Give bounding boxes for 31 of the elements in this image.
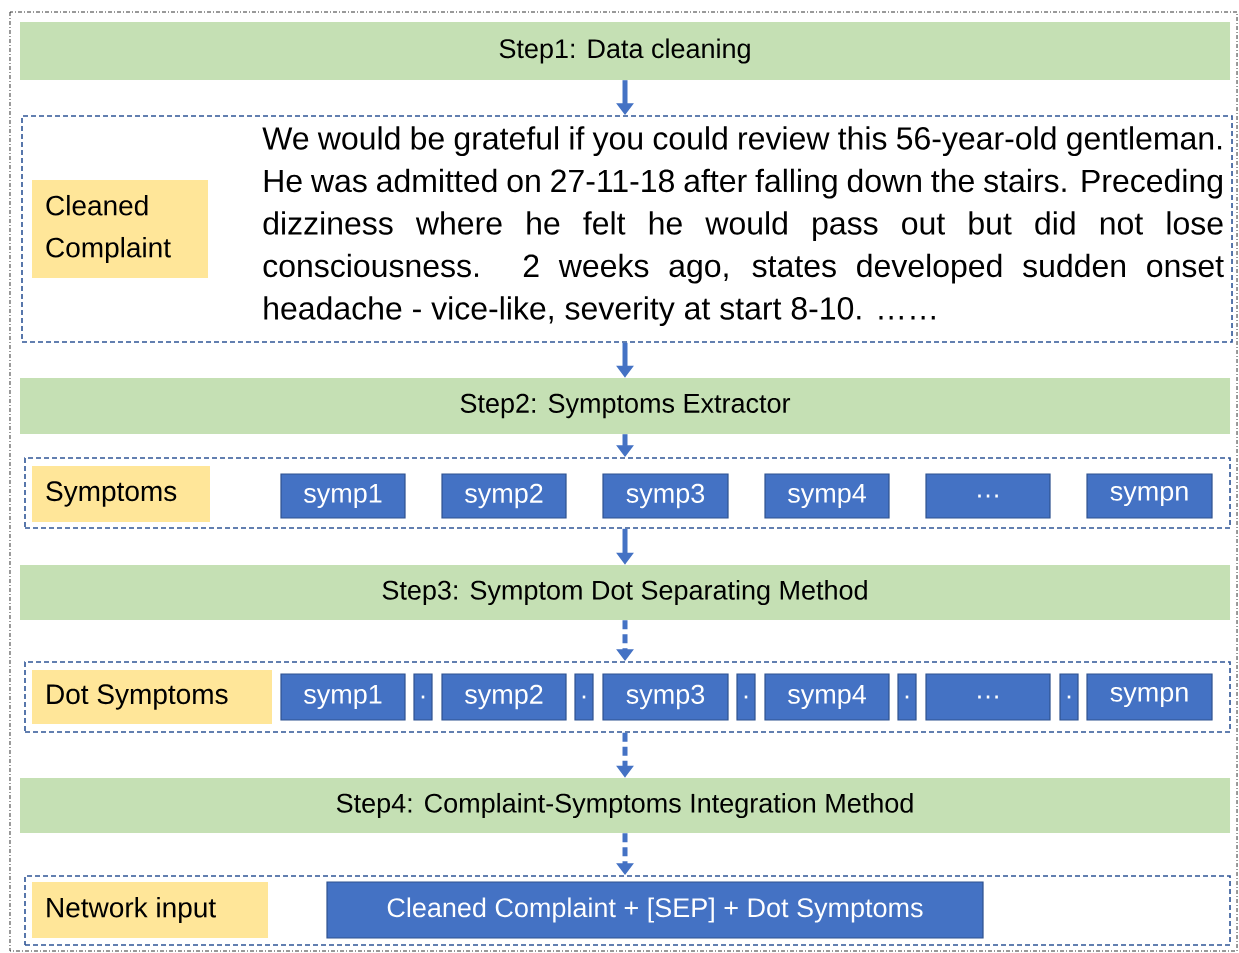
separator-box: .: [736, 673, 756, 721]
symptom-box: Cleaned Complaint + [SEP] + Dot Symptoms: [326, 881, 984, 939]
symptom-box: sympn: [1086, 473, 1213, 519]
symptom-box: symp2: [441, 673, 567, 721]
symptom-box: symp4: [764, 673, 890, 721]
separator-box: .: [574, 673, 594, 721]
label-box: Symptoms: [32, 466, 210, 522]
separator-box: .: [1059, 673, 1079, 721]
separator-box: .: [897, 673, 917, 721]
symptom-box: symp3: [602, 473, 729, 519]
dashed-group-box: [24, 661, 1231, 733]
symptom-box: symp3: [602, 673, 729, 721]
separator-box: .: [413, 673, 433, 721]
dashed-group-box: [24, 457, 1231, 529]
label-box: Dot Symptoms: [32, 670, 272, 724]
label-box: Network input: [32, 882, 268, 938]
step-band: Step2: Symptoms Extractor: [20, 378, 1230, 434]
dashed-group-box: [21, 115, 1233, 343]
symptom-box: symp1: [280, 473, 406, 519]
complaint-paragraph: We would be grateful if you could review this 56-year-old gentleman. He was admitted on 27-11-18 after falling down the stairs. Preceding dizziness where he felt he would pass out but did not lose consciousness. 2 weeks ago, states developed sudden onset headache - vice-like, severity at start 8-10. ……: [262, 126, 1224, 326]
label-box: Cleaned Complaint: [32, 180, 208, 278]
symptom-box: sympn: [1086, 673, 1213, 721]
step-band: Step4: Complaint-Symptoms Integration Method: [20, 778, 1230, 833]
step-band: Step1: Data cleaning: [20, 22, 1230, 80]
symptom-box: symp2: [441, 473, 567, 519]
dashed-group-box: [24, 875, 1231, 946]
symptom-box: …: [925, 673, 1051, 721]
symptom-box: symp4: [764, 473, 890, 519]
step-band: Step3: Symptom Dot Separating Method: [20, 565, 1230, 620]
symptom-box: …: [925, 473, 1051, 519]
symptom-box: symp1: [280, 673, 406, 721]
